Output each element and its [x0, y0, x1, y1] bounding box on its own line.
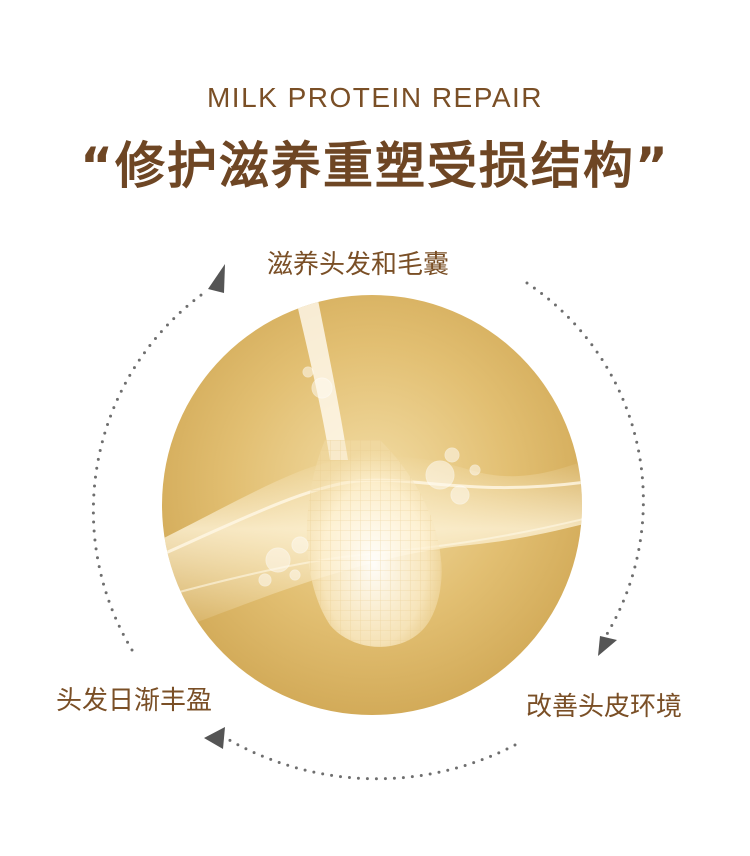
hair-follicle-illustration	[162, 295, 582, 715]
arrow-icon-bottom	[204, 727, 225, 749]
arc-bottom	[222, 735, 517, 781]
step-label-fuller-hair: 头发日渐丰盈	[56, 686, 213, 716]
arc-top-right	[525, 281, 645, 636]
step-label-nourish: 滋养头发和毛囊	[267, 250, 450, 280]
step-label-scalp: 改善头皮环境	[526, 692, 683, 722]
arrow-icon-right	[598, 636, 617, 656]
page-title: “修护滋养重塑受损结构”	[80, 137, 670, 195]
subtitle: MILK PROTEIN REPAIR	[206, 82, 544, 113]
arrow-icon-top	[208, 264, 225, 293]
